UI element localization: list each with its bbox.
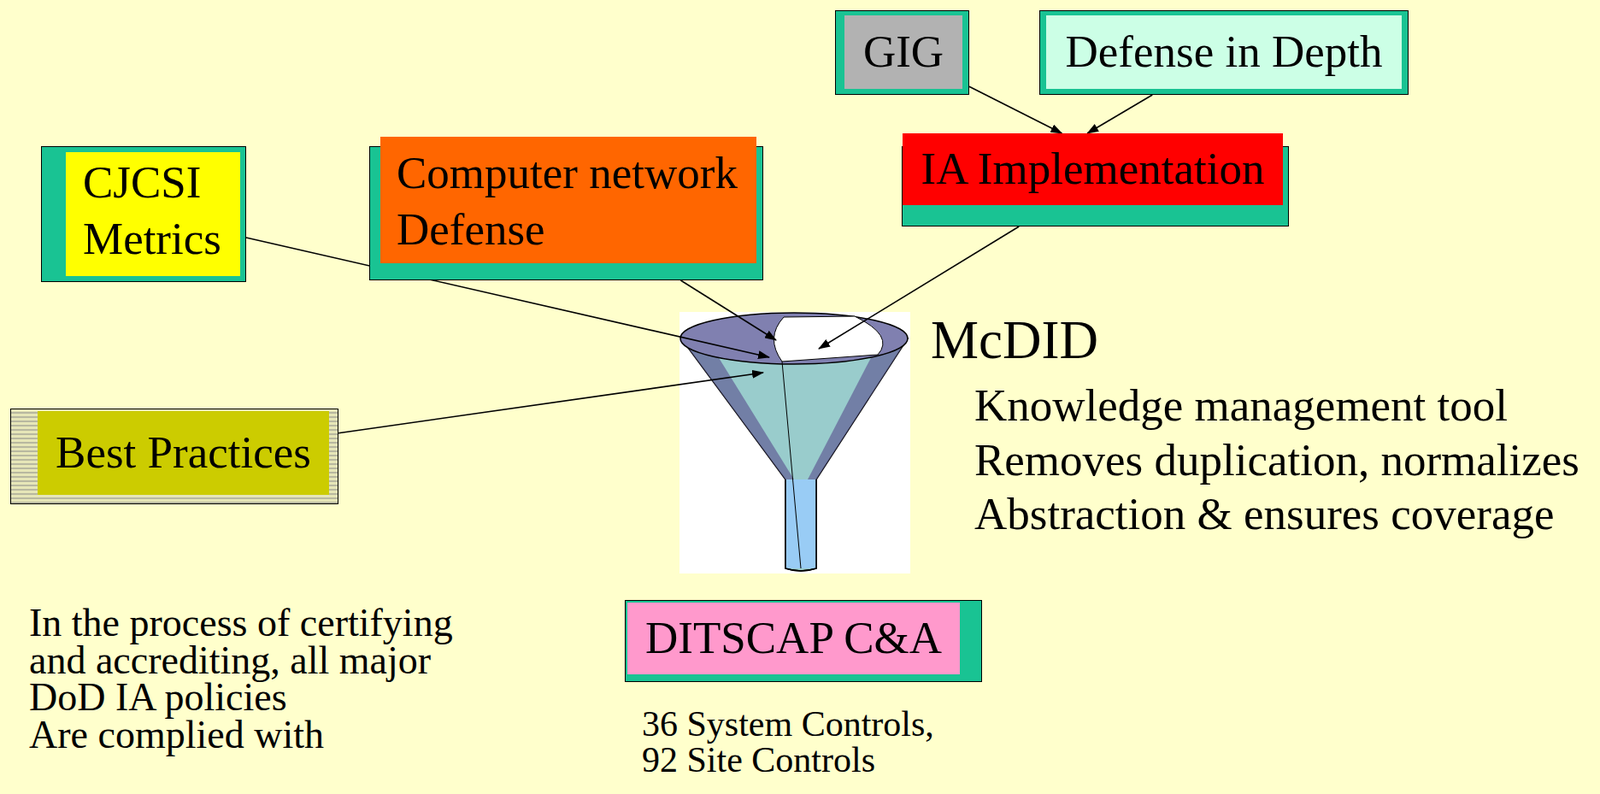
word: Knowledge: [974, 380, 1195, 430]
word: normalizes: [1380, 435, 1580, 485]
word: DITSCAP: [645, 612, 844, 663]
funnel-stem: [785, 479, 817, 569]
word: management: [1194, 380, 1438, 430]
funnel-mouth: [680, 312, 908, 365]
word: network: [588, 147, 738, 198]
funnel-stem-outline: [785, 479, 817, 571]
word: Computer: [396, 147, 589, 198]
word: In: [29, 600, 72, 645]
funnel-seam: [782, 361, 801, 569]
box-fill: GIG: [844, 15, 963, 89]
funnel-ground: [679, 311, 911, 574]
word: policies: [164, 675, 287, 719]
box-label: Best Practices: [55, 425, 312, 481]
box-label: GIG: [863, 24, 944, 80]
word: 92: [641, 740, 688, 780]
word: Removes: [974, 435, 1155, 485]
word: Controls: [751, 740, 876, 780]
box-fill: Best Practices: [37, 411, 330, 495]
word: duplication,: [1154, 435, 1382, 485]
ia-implementation-box: IA Implementation: [901, 146, 1289, 227]
word: CJCSI: [82, 157, 201, 207]
word: McDID: [930, 310, 1099, 371]
word: process: [129, 600, 258, 645]
connector-arrow: [338, 372, 764, 434]
word: &: [1197, 488, 1244, 539]
word: 36: [641, 704, 688, 744]
connector-arrow: [680, 280, 777, 341]
funnel-wedge: [773, 316, 883, 362]
word: with: [253, 712, 324, 757]
word: GIG: [863, 26, 944, 77]
box-label: IA Implementation: [921, 141, 1265, 197]
word: of: [257, 600, 300, 645]
funnel-description: Knowledge management tool Removes duplic…: [974, 378, 1580, 542]
word: tool: [1437, 380, 1508, 430]
word: C&A: [843, 612, 942, 663]
word: and: [29, 638, 96, 683]
funnel-illustration: [679, 311, 911, 574]
word: DoD: [29, 675, 116, 719]
word: major: [339, 638, 431, 683]
box-label: DITSCAP C&A: [645, 611, 942, 666]
controls-note: 36 System Controls, 92 Site Controls: [641, 705, 935, 778]
word: Defense: [396, 204, 546, 254]
box-label: Computer network Defense: [396, 144, 738, 259]
word: Controls,: [801, 704, 935, 744]
word: IA: [115, 675, 165, 719]
word: Practices: [147, 427, 312, 477]
word: ensures: [1243, 488, 1391, 539]
best-practices-box: Best Practices: [10, 408, 339, 505]
box-label: CJCSI Metrics: [82, 153, 222, 268]
word: Defense: [1065, 26, 1226, 77]
box-label: Defense in Depth: [1065, 24, 1383, 80]
note-text: In the process of certifying and accredi…: [29, 604, 453, 754]
ditscap-box: DITSCAP C&A: [624, 600, 983, 683]
box-fill: DITSCAP C&A: [627, 602, 960, 675]
word: certifying: [300, 600, 453, 645]
word: in: [1224, 26, 1271, 77]
funnel-heading: McDID: [930, 308, 1099, 374]
defense-in-depth-box: Defense in Depth: [1039, 10, 1409, 95]
word: Metrics: [82, 213, 222, 264]
word: Best: [55, 427, 148, 477]
word: Depth: [1271, 26, 1383, 77]
word: the: [71, 600, 130, 645]
word: System: [687, 704, 802, 744]
computer-network-defense-box: Computer network Defense: [369, 146, 764, 281]
word: Site: [687, 740, 753, 780]
gig-box: GIG: [835, 10, 970, 95]
box-fill: Defense in Depth: [1046, 15, 1402, 89]
word: IA: [921, 143, 978, 194]
box-fill: CJCSI Metrics: [65, 152, 241, 277]
box-fill: Computer network Defense: [380, 136, 757, 264]
cjcsi-metrics-box: CJCSI Metrics: [41, 146, 247, 283]
box-fill: IA Implementation: [902, 133, 1283, 206]
word: Implementation: [977, 143, 1265, 194]
word: coverage: [1390, 488, 1554, 539]
word: accrediting,: [95, 638, 290, 683]
funnel-cone: [681, 338, 908, 571]
word: Abstraction: [974, 488, 1198, 539]
word: all: [289, 638, 339, 683]
connector-arrow: [1087, 94, 1153, 134]
word: Are: [29, 712, 98, 757]
word: complied: [97, 712, 254, 757]
mcdid-funnel: McDIDKnowledge management tool Removes d…: [679, 311, 911, 574]
